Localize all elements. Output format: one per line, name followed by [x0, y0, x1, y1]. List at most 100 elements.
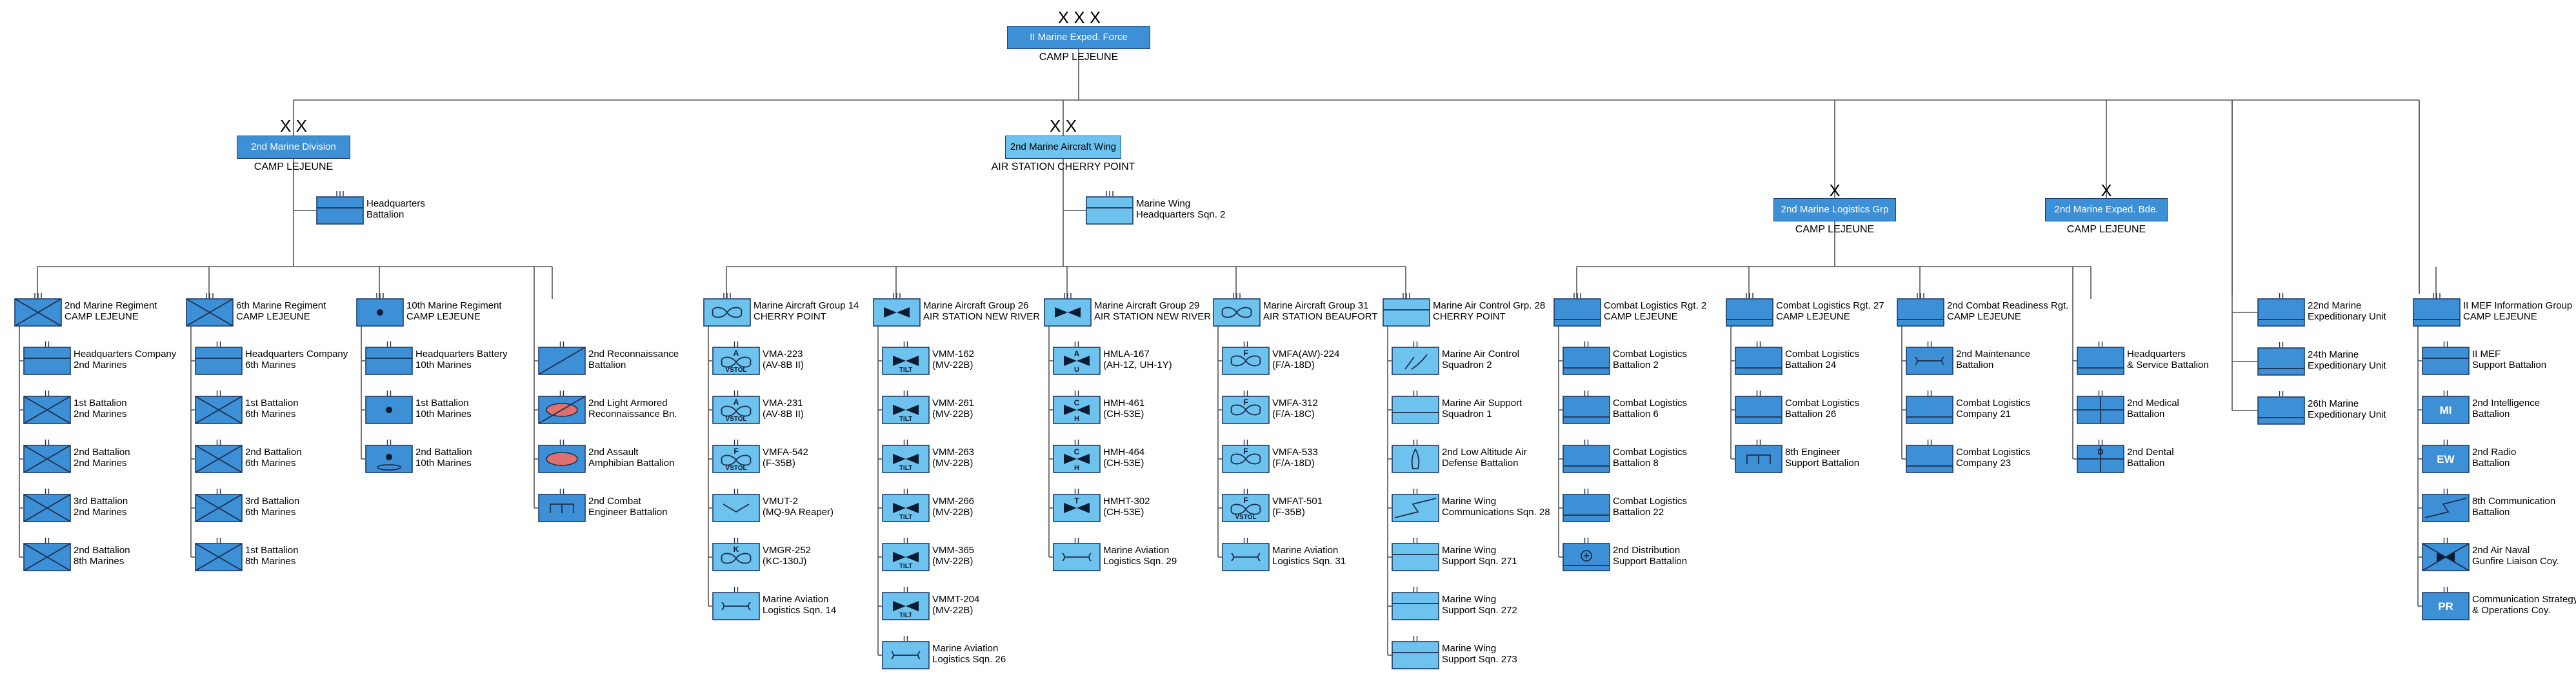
hq-2nd-mar-div[interactable]: 2nd Marine Division: [237, 136, 350, 159]
hq-ii-mef[interactable]: II Marine Exped. Force: [1007, 26, 1150, 49]
medical-symbol-icon: [2077, 391, 2124, 424]
hq-symbol-icon: [316, 191, 364, 225]
unit-4-3[interactable]: VMUT-2(MQ-9A Reaper): [712, 488, 881, 523]
unit-name: Marine Aircraft Group 31: [1263, 300, 1369, 311]
dental-symbol-icon: D: [2077, 440, 2124, 473]
unit-label: HMHT-302(CH-53E): [1103, 496, 1150, 518]
unit-subtitle: Headquarters Sqn. 2: [1136, 209, 1226, 220]
hq-2nd-mlg[interactable]: 2nd Marine Logistics Grp: [1773, 198, 1896, 221]
unit-name: Marine Air Control: [1442, 349, 1520, 360]
column-head-11[interactable]: 2nd Combat Readiness Rgt.CAMP LEJEUNE: [1897, 292, 2068, 327]
hq-2nd-maw[interactable]: 2nd Marine Aircraft Wing: [1005, 136, 1121, 159]
unit-label: VMMT-204(MV-22B): [932, 594, 979, 616]
svg-text:TILT: TILT: [899, 367, 912, 374]
hq-2nd-meb[interactable]: 2nd Marine Exped. Bde.: [2045, 198, 2168, 221]
unit-12-0[interactable]: Headquarters& Service Battalion: [2077, 341, 2246, 376]
recon-symbol-icon: [538, 341, 586, 375]
unit-subtitle: Battalion: [2127, 458, 2165, 469]
